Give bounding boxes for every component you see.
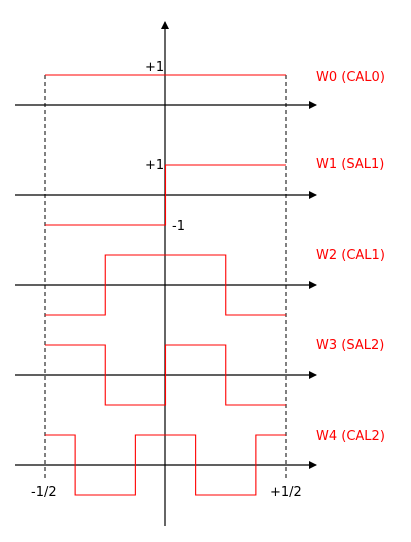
- waveform-w4: [45, 434, 286, 496]
- x-max-label: +1/2: [270, 485, 302, 500]
- waveform-w1: [45, 164, 286, 226]
- waveform-label-w3: W3 (SAL2): [316, 338, 384, 353]
- waveform-w3: [45, 344, 286, 406]
- waveform-label-w4: W4 (CAL2): [316, 429, 385, 444]
- waveforms: [45, 74, 286, 496]
- waveform-label-w2: W2 (CAL1): [316, 248, 385, 263]
- waveform-label-w0: W0 (CAL0): [316, 70, 385, 85]
- minus-one-label-w1: -1: [172, 219, 185, 234]
- waveform-labels: W0 (CAL0) W1 (SAL1) W2 (CAL1) W3 (SAL2) W4 (…: [316, 70, 385, 444]
- plus-one-label-w0: +1: [145, 60, 164, 75]
- plus-one-label-w1: +1: [145, 158, 164, 173]
- x-min-label: -1/2: [31, 485, 57, 500]
- waveform-w2: [45, 254, 286, 316]
- waveform-label-w1: W1 (SAL1): [316, 157, 384, 172]
